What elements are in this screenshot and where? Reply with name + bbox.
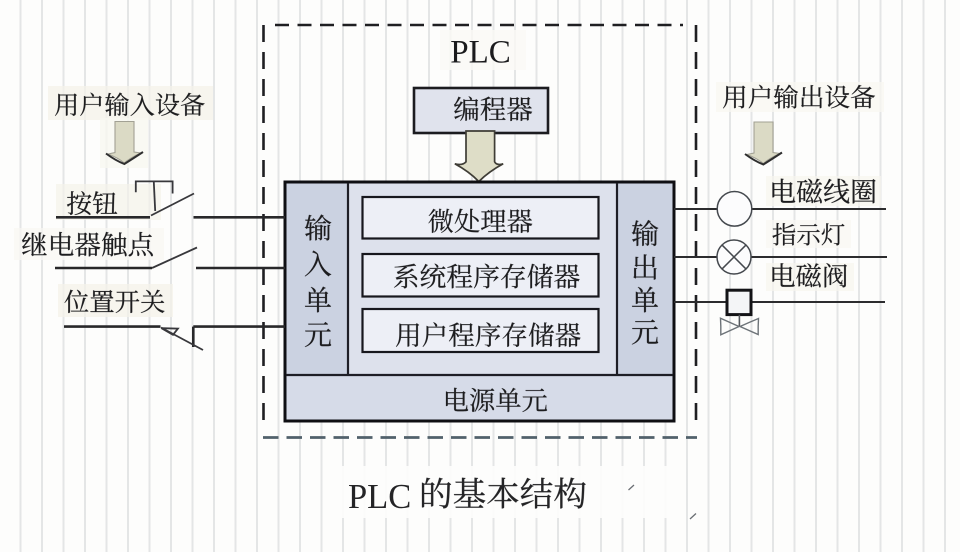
svg-text:PLC: PLC — [348, 478, 411, 516]
svg-text:PLC: PLC — [450, 35, 511, 71]
